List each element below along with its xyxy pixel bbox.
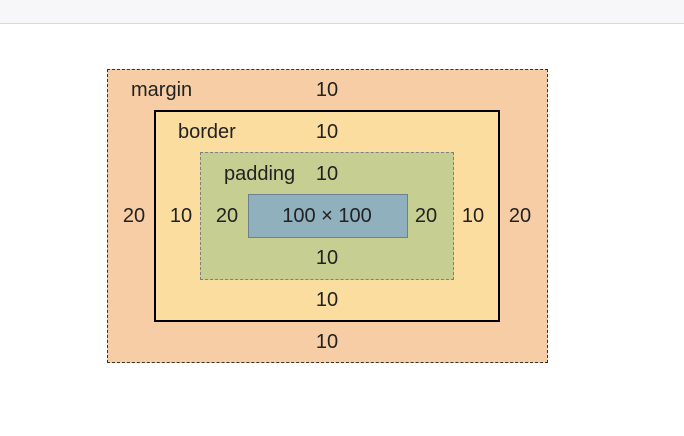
border-bottom-value[interactable]: 10 — [315, 289, 339, 311]
border-top-value[interactable]: 10 — [315, 121, 339, 143]
content-size-value[interactable]: 100 × 100 — [282, 205, 372, 227]
padding-left-value[interactable]: 20 — [215, 205, 239, 227]
margin-label: margin — [131, 79, 193, 101]
margin-top-value[interactable]: 10 — [315, 79, 339, 101]
margin-left-value[interactable]: 20 — [122, 205, 146, 227]
padding-bottom-value[interactable]: 10 — [315, 247, 339, 269]
border-left-value[interactable]: 10 — [169, 205, 193, 227]
padding-label: padding — [224, 163, 296, 185]
border-right-value[interactable]: 10 — [461, 205, 485, 227]
margin-right-value[interactable]: 20 — [508, 205, 532, 227]
padding-top-value[interactable]: 10 — [315, 163, 339, 185]
margin-bottom-value[interactable]: 10 — [315, 331, 339, 353]
toolbar — [0, 0, 684, 24]
padding-right-value[interactable]: 20 — [414, 205, 438, 227]
content-box[interactable] — [248, 194, 408, 238]
border-label: border — [178, 121, 236, 143]
